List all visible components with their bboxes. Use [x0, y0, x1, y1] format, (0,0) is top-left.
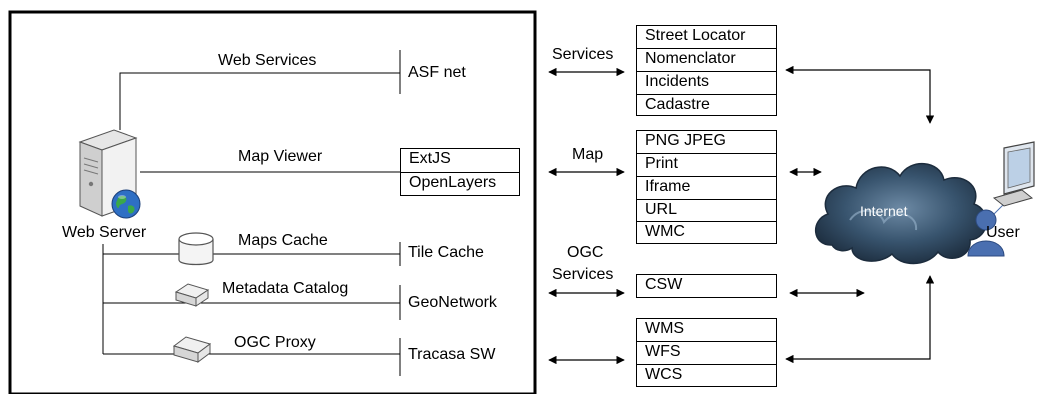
map-viewer-libraries-box: ExtJS OpenLayers [400, 148, 520, 196]
channel-arrows [548, 67, 625, 365]
ogc-group-box: WMS WFS WCS [636, 318, 777, 387]
map-channel-label: Map [572, 146, 604, 163]
services-channel-label: Services [552, 46, 614, 63]
internet-cloud-icon [814, 162, 988, 265]
globe-icon [111, 189, 141, 219]
web-server-label: Web Server [62, 224, 147, 241]
wmc-row: WMC [637, 221, 776, 244]
maps-cache-link-label: Maps Cache [238, 232, 328, 249]
openlayers-row: OpenLayers [401, 172, 519, 196]
tracasa-sw-label: Tracasa SW [408, 346, 496, 363]
tile-cache-label: Tile Cache [408, 244, 484, 261]
asf-net-label: ASF net [408, 64, 466, 81]
services-internet-connector [785, 65, 935, 124]
wcs-row: WCS [637, 364, 776, 387]
iframe-row: Iframe [637, 176, 776, 199]
incidents-row: Incidents [637, 71, 776, 94]
metadata-catalog-link-label: Metadata Catalog [222, 280, 349, 297]
server-frame [8, 10, 537, 394]
print-row: Print [637, 153, 776, 176]
png-jpeg-row: PNG JPEG [645, 132, 726, 149]
ogc-channel-label-line1: OGC [567, 244, 604, 261]
services-group-box: Street Locator Nomenclator Incidents Cad… [636, 25, 777, 116]
geonetwork-label: GeoNetwork [408, 294, 497, 311]
url-row: URL [637, 199, 776, 221]
proxy-box-icon [174, 283, 210, 307]
user-label: User [986, 224, 1020, 241]
ogc-proxy-link-label: OGC Proxy [234, 334, 316, 351]
computer-monitor-icon [992, 141, 1035, 207]
csw-row: CSW [645, 276, 683, 293]
wms-row: WMS [645, 320, 685, 337]
cadastre-row: Cadastre [637, 94, 776, 116]
nomenclator-row: Nomenclator [637, 48, 776, 71]
catalog-group-box: CSW [636, 274, 777, 298]
map-group-box: PNG JPEG Print Iframe URL WMC [636, 130, 777, 244]
extjs-row: ExtJS [409, 150, 451, 167]
wfs-row: WFS [637, 341, 776, 364]
street-locator-row: Street Locator [645, 27, 746, 44]
database-cylinder-icon [178, 232, 214, 266]
map-viewer-link-label: Map Viewer [238, 148, 323, 165]
user-figure-icon [967, 209, 1005, 257]
ogc-internet-connector [785, 275, 935, 364]
web-services-link-label: Web Services [218, 52, 317, 69]
server-tree [102, 72, 400, 355]
proxy-box-icon [172, 336, 212, 363]
internet-label: Internet [860, 203, 908, 219]
ogc-channel-label-line2: Services [552, 266, 614, 283]
